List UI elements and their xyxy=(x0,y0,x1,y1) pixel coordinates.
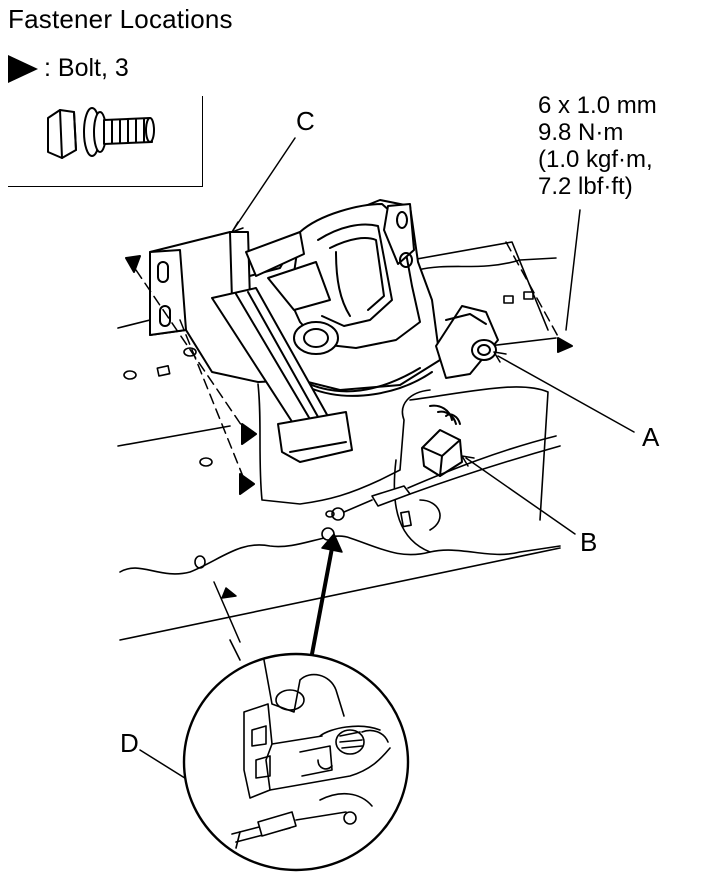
bolt-marker-1 xyxy=(241,423,257,445)
bolt-spec-size: 6 x 1.0 mm xyxy=(538,92,657,119)
page-title: Fastener Locations xyxy=(8,4,233,34)
connector-a xyxy=(435,305,499,379)
shift-lever-housing xyxy=(149,199,441,397)
bolt-marker-3 xyxy=(557,337,573,353)
bolt-spec-torque-nm: 9.8 N·m xyxy=(538,119,624,146)
callout-c: C xyxy=(296,106,315,136)
bolt-marker-4 xyxy=(125,255,141,273)
callout-b: B xyxy=(580,527,598,557)
legend-text: : Bolt, 3 xyxy=(44,54,129,82)
detail-view-circle xyxy=(182,652,410,872)
bolt-spec: 6 x 1.0 mm 9.8 N·m (1.0 kgf·m, 7.2 lbf·f… xyxy=(538,92,657,200)
bolt-spec-torque-kgfm: (1.0 kgf·m, xyxy=(538,146,653,173)
bolt-icon xyxy=(47,107,155,159)
callout-a: A xyxy=(642,422,660,452)
bolt-marker-icon xyxy=(8,54,38,83)
shift-cable xyxy=(321,435,561,541)
legend: : Bolt, 3 xyxy=(8,54,129,83)
bolt-spec-torque-lbfft: 7.2 lbf·ft) xyxy=(538,173,633,200)
connector-b xyxy=(421,404,463,477)
bolt-illustration-box xyxy=(8,96,203,187)
callout-d: D xyxy=(120,728,139,758)
bolt-marker-2 xyxy=(239,473,255,495)
lever-arm xyxy=(211,287,353,463)
lower-bracket xyxy=(257,383,441,553)
